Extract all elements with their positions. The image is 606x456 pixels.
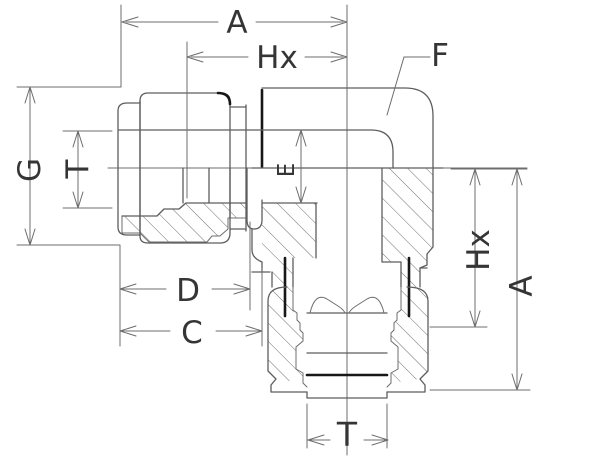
dim-d-lower: D xyxy=(119,221,251,311)
elbow-body xyxy=(118,87,444,318)
dim-label-a-right: A xyxy=(504,275,540,296)
fitting-geometry xyxy=(107,4,528,456)
dim-hx-top: Hx xyxy=(186,40,348,199)
dim-label-hx-right: Hx xyxy=(461,229,497,271)
dim-label-e: E xyxy=(274,163,300,178)
section-hatch xyxy=(121,168,433,383)
left-nut xyxy=(117,88,264,244)
dim-label-g-left: G xyxy=(12,158,48,182)
dim-label-a-top: A xyxy=(226,5,247,41)
hatch-body-left-neck xyxy=(272,258,293,287)
dim-t-left: T xyxy=(60,130,113,209)
hatch-body-right-column xyxy=(382,168,433,287)
hatch-nut-left-column xyxy=(268,287,303,383)
dim-e-bore: E xyxy=(274,129,307,204)
dim-label-d: D xyxy=(176,273,200,309)
hatch-nut-right-column xyxy=(391,287,428,383)
dim-label-hx-top: Hx xyxy=(256,40,298,76)
dim-label-t-left: T xyxy=(60,158,96,179)
part-label-f: F xyxy=(431,38,449,74)
dim-t-bottom: T xyxy=(306,403,389,454)
dim-g-left: G xyxy=(12,86,122,347)
dim-a-top: A xyxy=(120,4,348,88)
dim-label-t-bottom: T xyxy=(336,415,358,454)
label-f-leader: F xyxy=(386,38,449,116)
dim-label-c: C xyxy=(181,315,203,351)
bottom-nut xyxy=(267,286,429,399)
counterbore-notch xyxy=(246,199,263,230)
dim-hx-right: Hx xyxy=(429,168,528,328)
hatch-body-left-block xyxy=(262,203,316,258)
dim-a-right: A xyxy=(429,168,540,391)
dim-c-lower: C xyxy=(119,267,263,351)
